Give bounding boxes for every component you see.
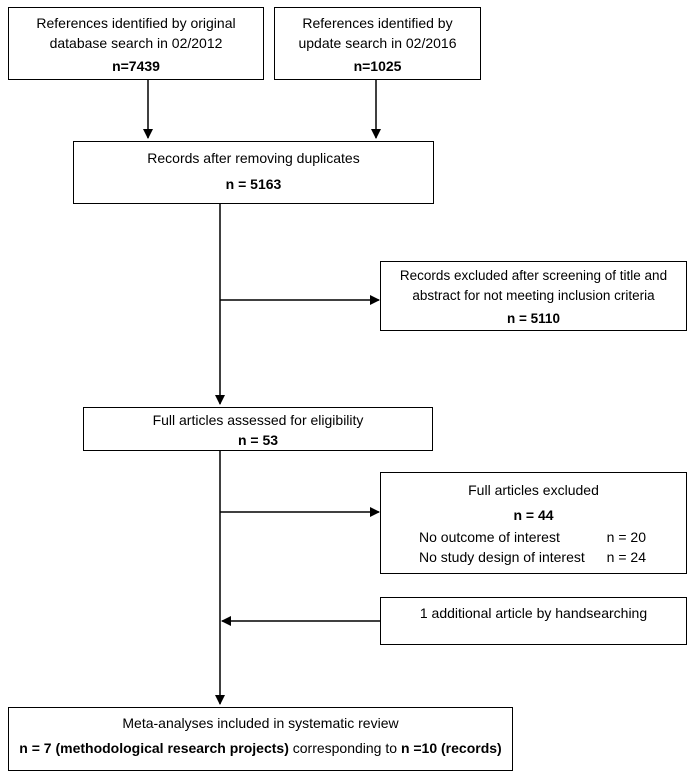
box-update-search: References identified by update search i… [274,7,481,80]
box-excluded-screening: Records excluded after screening of titl… [380,261,687,331]
box-included: Meta-analyses included in systematic rev… [8,707,513,771]
full-articles-count: n = 53 [237,432,279,448]
exclusion-reason-row: No outcome of interest n = 20 [381,527,686,547]
box-after-duplicates: Records after removing duplicates n = 51… [73,141,434,204]
excluded-screening-text: Records excluded after screening of titl… [399,268,668,303]
box-full-excluded: Full articles excluded n = 44 No outcome… [380,472,687,574]
original-search-text: References identified by original databa… [36,15,236,51]
after-duplicates-text: Records after removing duplicates [147,150,360,166]
update-search-text: References identified by update search i… [298,15,457,51]
original-search-count: n=7439 [112,58,160,74]
full-excluded-title: Full articles excluded [468,482,599,498]
exclusion-reason-label: No study design of interest [419,549,585,565]
included-detail: n = 7 (methodological research projects)… [9,738,512,758]
exclusion-reason-value: n = 24 [606,549,646,565]
included-connector-text: corresponding to [288,740,401,756]
box-original-search: References identified by original databa… [8,7,264,80]
box-full-articles: Full articles assessed for eligibility n… [83,407,433,451]
update-search-count: n=1025 [353,58,402,74]
exclusion-reason-value: n = 20 [606,529,646,545]
included-projects-count: n = 7 (methodological research projects) [19,740,289,756]
handsearching-text: 1 additional article by handsearching [419,605,648,621]
full-excluded-count: n = 44 [513,507,554,523]
included-records-count: n =10 (records) [400,740,502,756]
included-text: Meta-analyses included in systematic rev… [122,715,399,731]
exclusion-reason-row: No study design of interest n = 24 [381,547,686,567]
after-duplicates-count: n = 5163 [225,176,282,192]
full-articles-text: Full articles assessed for eligibility [152,412,364,428]
exclusion-reason-label: No outcome of interest [419,529,560,545]
excluded-screening-count: n = 5110 [507,311,560,326]
box-handsearching: 1 additional article by handsearching [380,597,687,645]
